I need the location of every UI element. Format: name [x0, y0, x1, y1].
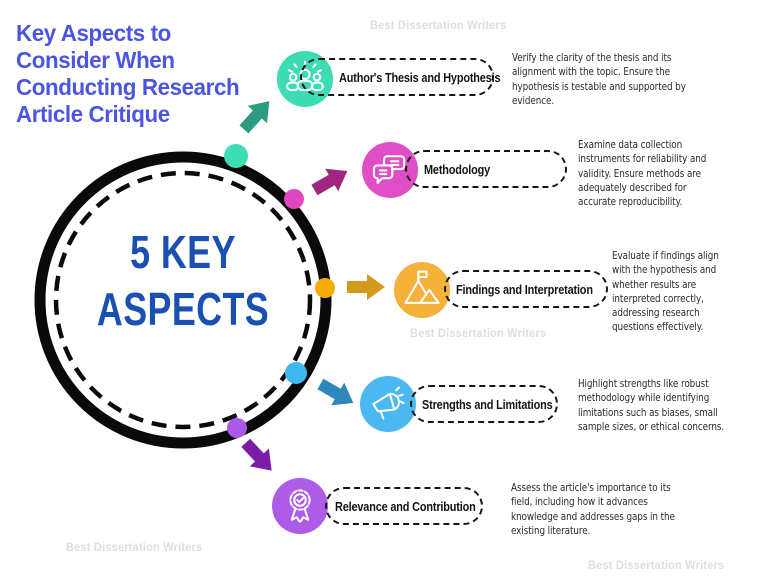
center-circle-ring	[34, 151, 332, 449]
strengths-label-pill: Strengths and Limitations	[410, 385, 558, 423]
strengths-icon-circle	[360, 376, 416, 432]
watermark-text: Best Dissertation Writers	[410, 326, 547, 340]
chat-bubbles-icon	[372, 155, 406, 184]
relevance-icon-circle	[272, 478, 328, 534]
arrow-thesis	[239, 101, 270, 134]
watermark-text: Best Dissertation Writers	[588, 558, 725, 572]
findings-description: Evaluate if findings align with the hypo…	[612, 250, 719, 334]
methodology-label: Methodology	[424, 161, 491, 177]
watermark-text: Best Dissertation Writers	[66, 540, 203, 554]
dot-findings	[315, 278, 335, 298]
findings-label: Findings and Interpretation	[456, 281, 593, 297]
relevance-label-pill: Relevance and Contribution	[325, 487, 483, 525]
relevance-description: Assess the article's importance to its f…	[511, 482, 675, 537]
center-circle-label: 5 KEY ASPECTS	[96, 226, 270, 336]
megaphone-icon	[372, 386, 405, 420]
arrow-methodology	[311, 168, 348, 196]
mountain-flag-icon	[404, 270, 440, 304]
page-title: Key Aspects to Consider When Conducting …	[16, 20, 240, 128]
strengths-description: Highlight strengths like robust methodol…	[578, 378, 725, 433]
findings-label-pill: Findings and Interpretation	[444, 270, 608, 308]
watermark-text: Best Dissertation Writers	[370, 18, 507, 32]
strengths-label: Strengths and Limitations	[422, 396, 553, 412]
arrow-relevance	[241, 438, 272, 471]
dot-strengths	[285, 362, 307, 384]
award-ribbon-icon	[289, 489, 311, 523]
thesis-label: Author's Thesis and Hypothesis	[339, 69, 501, 85]
methodology-label-pill: Methodology	[405, 150, 567, 188]
dot-relevance	[227, 418, 247, 438]
dot-methodology	[284, 189, 304, 209]
thesis-label-pill: Author's Thesis and Hypothesis	[300, 58, 501, 96]
center-circle-dashed-ring	[53, 170, 313, 430]
thesis-description: Verify the clarity of the thesis and its…	[512, 52, 686, 107]
findings-icon-circle	[394, 262, 450, 318]
arrow-findings	[347, 274, 385, 300]
methodology-description: Examine data collection instruments for …	[578, 139, 707, 209]
relevance-label: Relevance and Contribution	[335, 498, 476, 514]
dot-thesis	[224, 144, 248, 168]
arrow-strengths	[317, 378, 354, 406]
